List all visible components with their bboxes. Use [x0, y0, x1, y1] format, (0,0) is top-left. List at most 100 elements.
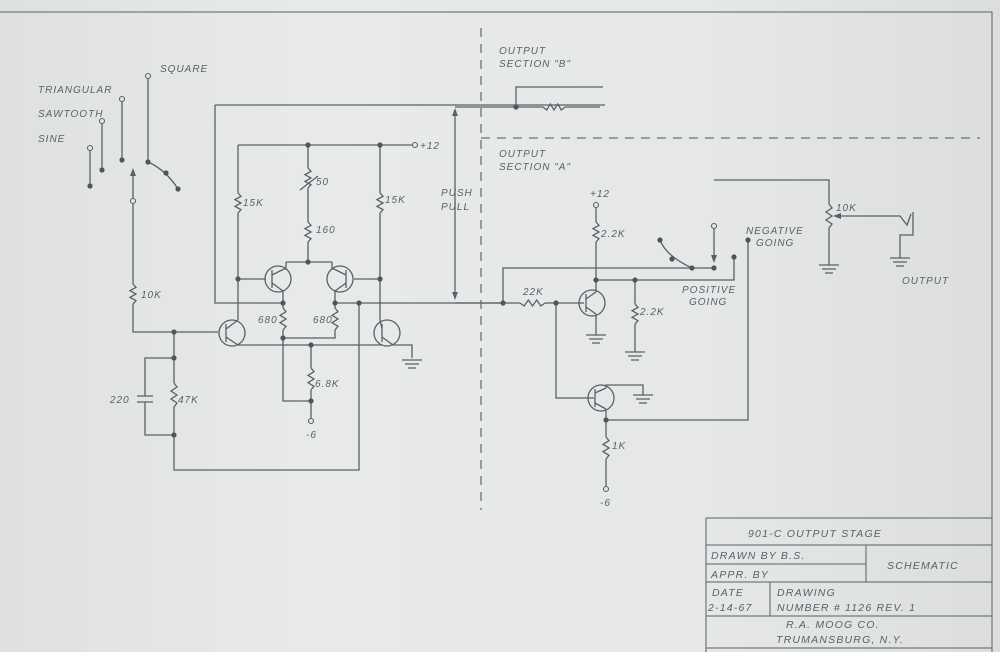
label-2-2k-bottom: 2.2K — [639, 307, 665, 318]
junction-dot — [731, 254, 737, 260]
junction-dot — [171, 355, 177, 361]
label-output: OUTPUT — [902, 276, 949, 287]
label-15k-left: 15K — [243, 198, 264, 209]
switch-contact-terminal — [98, 117, 106, 125]
label-minus6-right: -6 — [600, 498, 611, 509]
label-positive: POSITIVE — [682, 285, 736, 296]
date-value: 2-14-67 — [707, 602, 753, 614]
pot-10k — [824, 203, 834, 229]
label-1k: 1K — [612, 441, 627, 452]
label-square: SQUARE — [160, 64, 208, 75]
junction-dot — [553, 300, 559, 306]
sheet-border — [0, 11, 993, 652]
drawn-by: DRAWN BY B.S. — [711, 550, 806, 562]
junction-dot — [305, 259, 311, 265]
company-location: TRUMANSBURG, N.Y. — [776, 634, 904, 646]
label-plus12-right: +12 — [590, 189, 610, 200]
label-triangular: TRIANGULAR — [38, 85, 112, 96]
junction-dot — [280, 335, 286, 341]
terminal-minus6-left — [307, 417, 315, 425]
waveform-switch — [89, 78, 179, 198]
resistor-680-left — [278, 307, 288, 331]
resistor-section-b — [542, 102, 566, 112]
label-sawtooth: SAWTOOTH — [38, 109, 103, 120]
label-22k: 22K — [522, 287, 544, 298]
terminal-plus12-left — [411, 141, 419, 149]
junction-dot — [235, 276, 241, 282]
label-2-2k-top: 2.2K — [600, 229, 626, 240]
junction-dot — [308, 398, 314, 404]
resistor-2-2k-bottom — [630, 303, 640, 325]
drawing-type: SCHEMATIC — [887, 560, 959, 572]
junction-dot — [145, 159, 151, 165]
label-section-b-2: SECTION "B" — [499, 59, 571, 70]
junction-dot — [603, 417, 609, 423]
label-positive-going: GOING — [689, 297, 727, 308]
label-pull: PULL — [441, 202, 470, 213]
switch-common-terminal — [710, 222, 718, 230]
label-47k: 47K — [178, 395, 199, 406]
junction-dots — [87, 104, 751, 438]
junction-dot — [119, 157, 125, 163]
junction-dot — [332, 300, 338, 306]
resistor-1k — [601, 436, 611, 460]
label-section-b-1: OUTPUT — [499, 46, 546, 57]
junction-dot — [308, 342, 314, 348]
transistor-q3 — [326, 265, 354, 293]
label-section-a-1: OUTPUT — [499, 149, 546, 160]
label-220: 220 — [109, 395, 130, 406]
terminal-plus12-right — [592, 201, 600, 209]
junction-dot — [175, 186, 181, 192]
junction-dot — [377, 142, 383, 148]
resistor-15k-left — [233, 192, 243, 214]
label-6-8k: 6.8K — [315, 379, 340, 390]
junction-dot — [377, 276, 383, 282]
drawing-label: DRAWING — [777, 587, 836, 599]
resistor-10k — [128, 283, 138, 305]
label-plus12-left: +12 — [420, 141, 440, 152]
open-terminals — [86, 72, 152, 205]
wires-section-a — [455, 179, 914, 486]
resistor-6-8k — [306, 367, 316, 391]
junction-dot — [513, 104, 519, 110]
terminal-minus6-right — [602, 485, 610, 493]
junction-dot — [500, 300, 506, 306]
resistor-22k — [519, 298, 546, 308]
label-push: PUSH — [441, 188, 473, 199]
junction-dot — [163, 170, 169, 176]
company-name: R.A. MOOG CO. — [786, 619, 880, 631]
switch-contact-terminal — [86, 144, 94, 152]
switch-contact-terminal — [129, 197, 137, 205]
label-section-a-2: SECTION "A" — [499, 162, 571, 173]
label-680-right: 680 — [313, 315, 333, 326]
junction-dot — [669, 256, 675, 262]
label-680-left: 680 — [258, 315, 278, 326]
transistor-q6 — [587, 384, 615, 412]
transistor-q2 — [264, 265, 292, 293]
junction-dot — [280, 300, 286, 306]
junction-dot — [632, 277, 638, 283]
junction-dot — [745, 237, 751, 243]
label-15k-right: 15K — [385, 195, 406, 206]
junction-dot — [689, 265, 695, 271]
resistor-2-2k-top — [591, 221, 601, 243]
label-sine: SINE — [38, 134, 65, 145]
junction-dot — [356, 300, 362, 306]
junction-dot — [171, 329, 177, 335]
date-label: DATE — [712, 587, 744, 599]
junction-dot — [657, 237, 663, 243]
label-minus6-left: -6 — [306, 430, 317, 441]
title-block: 901-C OUTPUT STAGE DRAWN BY B.S. APPR. B… — [705, 517, 992, 652]
pot-50 — [303, 167, 313, 189]
junction-dot — [87, 183, 93, 189]
junction-dot — [99, 167, 105, 173]
drawing-title: 901-C OUTPUT STAGE — [748, 528, 882, 540]
label-pot-50: 50 — [316, 177, 329, 188]
switch-contact-terminal — [144, 72, 152, 80]
junction-dot — [711, 265, 717, 271]
junction-dot — [305, 142, 311, 148]
junction-dot — [593, 277, 599, 283]
resistor-15k-right — [375, 192, 385, 214]
